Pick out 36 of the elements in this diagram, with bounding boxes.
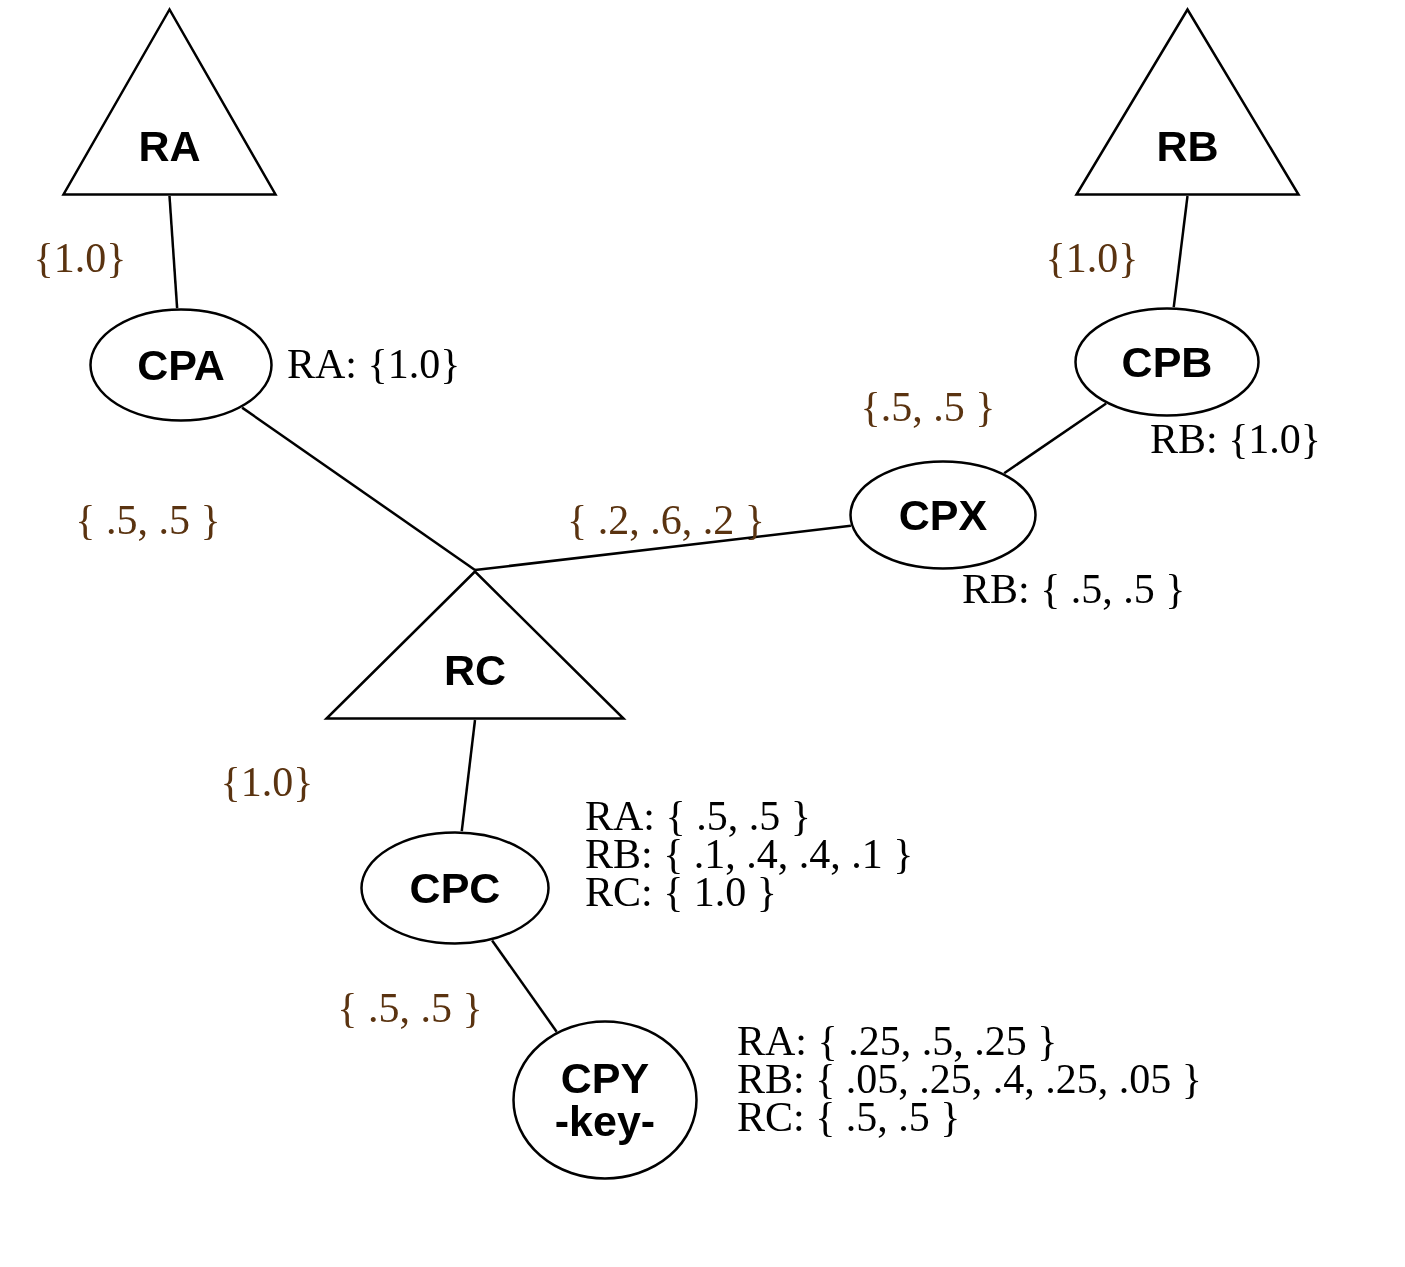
ellipse-node [1074,307,1260,417]
connector-line [241,406,476,572]
ellipse-node [849,460,1037,570]
connector-line [460,719,477,832]
node-label: CPC [409,866,501,910]
node-label: RA [138,125,201,168]
connector-line [1172,195,1189,308]
connector-line [168,195,179,309]
edge-label: { .5, .5 } [337,987,483,1029]
edge-label: {1.0} [1045,237,1139,279]
node-label: RB [1156,125,1219,168]
edge-label: {1.0} [220,761,314,803]
connector-line [491,939,558,1033]
probability-note: RA: {1.0} [287,345,461,383]
probability-note: RB: {1.0} [1150,420,1321,458]
ellipse-node [89,308,273,422]
edge-label: {.5, .5 } [860,386,996,428]
probability-note: RA: { .5, .5 } [585,797,812,835]
ellipse-node [512,1020,698,1180]
triangle-node [325,570,625,720]
triangle-node [1075,8,1300,196]
node-label: RC [443,649,507,692]
ellipse-node [360,831,550,945]
node-label: CPB [1121,340,1213,384]
probability-note: RA: { .25, .5, .25 } [737,1022,1059,1060]
edge-label: { .5, .5 } [75,499,221,541]
node-label: CPA [137,343,225,387]
node-label: -key- [554,1100,656,1143]
connector-line [474,524,851,572]
node-label: CPX [898,493,988,537]
edge-label: { .2, .6, .2 } [567,499,765,541]
triangle-node [62,8,277,196]
node-label: CPY [560,1057,650,1100]
probability-note: RB: { .5, .5 } [962,570,1186,608]
connector-line [1003,402,1107,475]
edge-label: {1.0} [33,237,127,279]
